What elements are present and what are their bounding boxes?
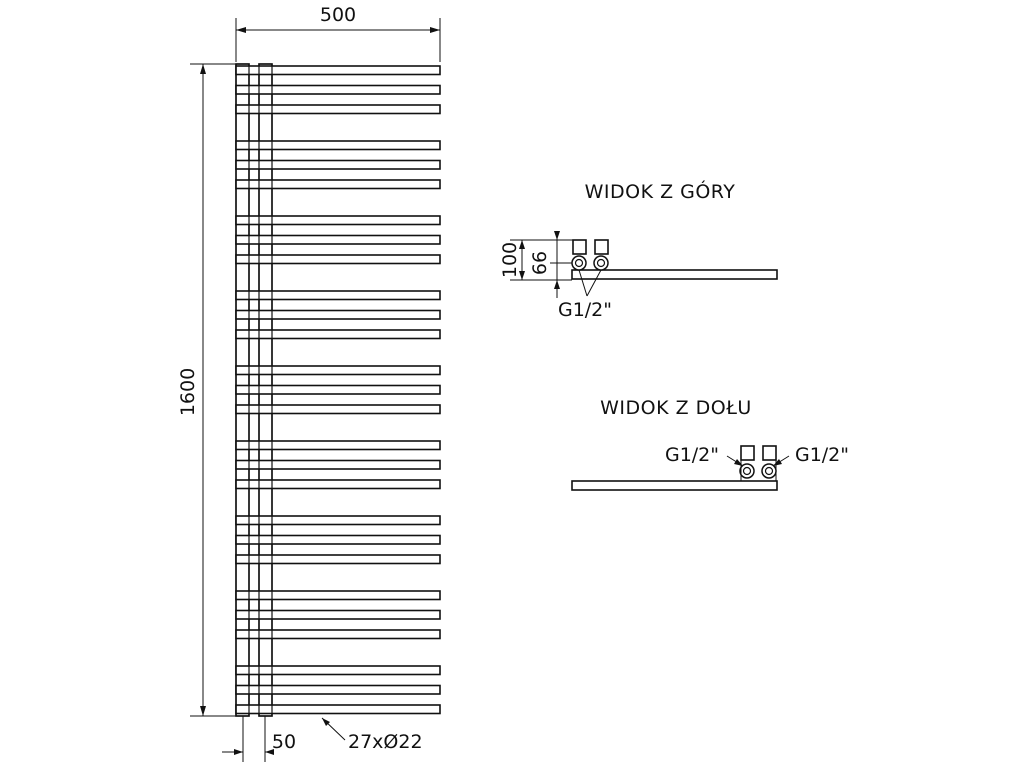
horizontal-tube [235,365,441,376]
pipe-spacing-label: 50 [272,731,296,753]
horizontal-tube [235,609,441,620]
bottom-view-valves [739,445,777,481]
horizontal-tube [235,404,441,415]
width-label: 500 [320,4,356,26]
horizontal-tube [235,140,441,151]
pipe-spacing-dimension: 50 [222,716,296,762]
bottom-left-valve-body [740,445,755,461]
bottom-view-title: WIDOK Z DOŁU [600,397,752,419]
horizontal-tube [235,629,441,640]
horizontal-tube [235,515,441,526]
top-view-title: WIDOK Z GÓRY [585,179,736,203]
axis-dimension: 66 [529,231,572,298]
bottom-connection-right-label: G1/2" [795,444,849,466]
bottom-right-valve-body [762,445,777,461]
horizontal-tube [235,84,441,95]
horizontal-tube [235,684,441,695]
top-view: WIDOK Z GÓRY 100 66 [499,179,778,321]
horizontal-tube [235,384,441,395]
horizontal-tube [235,159,441,170]
top-connection-leader: G1/2" [558,269,612,321]
bottom-view: WIDOK Z DOŁU G1/2" G1/2" [571,397,849,491]
horizontal-tube [235,459,441,470]
tube-spec-label: 27xØ22 [348,731,423,753]
horizontal-tube [235,534,441,545]
depth-label: 100 [499,242,521,278]
horizontal-tube [235,65,441,76]
left-valve-body [572,239,587,255]
horizontal-tube [235,179,441,190]
horizontal-tube [235,309,441,320]
tube-spec-leader: 27xØ22 [321,717,423,753]
horizontal-tube [235,665,441,676]
width-dimension: 500 [235,4,441,62]
bottom-view-body [571,480,778,491]
bottom-connection-leaders: G1/2" G1/2" [665,444,849,467]
depth-dimension: 100 [499,239,586,281]
front-view: 500 1600 50 27xØ22 [177,4,441,762]
right-valve-body [594,239,609,255]
horizontal-tube [235,254,441,265]
horizontal-tube [235,215,441,226]
horizontal-tube [235,104,441,115]
horizontal-tube [235,554,441,565]
top-connection-label: G1/2" [558,299,612,321]
height-dimension: 1600 [177,63,236,717]
horizontal-tube [235,329,441,340]
bottom-connection-left-label: G1/2" [665,444,719,466]
axis-label: 66 [529,251,551,275]
top-view-valves [571,239,609,271]
horizontal-tube [235,440,441,451]
top-view-body [571,269,778,280]
horizontal-tube [235,290,441,301]
horizontal-tube [235,234,441,245]
horizontal-tube [235,590,441,601]
horizontal-tube [235,479,441,490]
horizontal-tube [235,704,441,715]
height-label: 1600 [177,368,199,416]
horizontal-tubes [235,63,441,717]
